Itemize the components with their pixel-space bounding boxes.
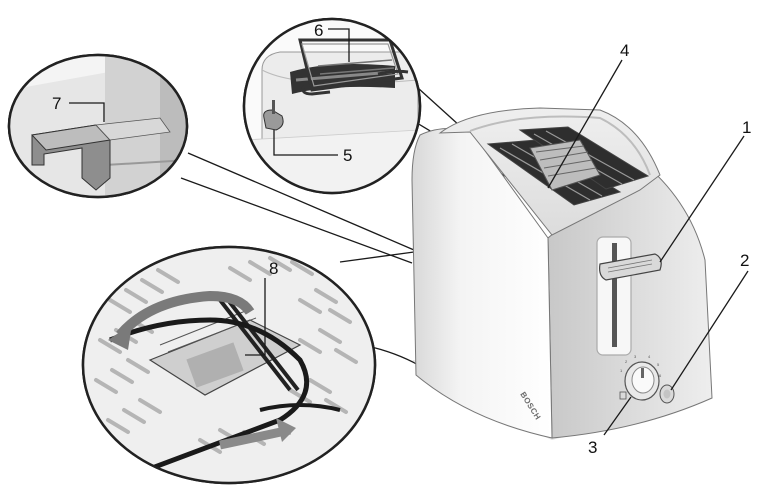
browning-control-dial: 1 2 3 4 5 6	[619, 354, 662, 401]
dial-mark-6: 6	[659, 373, 662, 378]
dial-mark-4: 4	[648, 354, 651, 359]
dial-mark-2: 2	[625, 359, 628, 364]
lift-lever	[596, 236, 662, 356]
callout-2: 2	[740, 251, 749, 270]
callout-5: 5	[343, 146, 352, 165]
callout-4: 4	[620, 41, 629, 60]
dial-mark-5: 5	[657, 362, 660, 367]
toaster-body: 1 2 3 4 5 6 BOSCH	[411, 107, 713, 440]
callout-8: 8	[269, 259, 278, 278]
dial-mark-3: 3	[634, 354, 637, 359]
callout-7: 7	[52, 94, 61, 113]
detail-circle-cord-storage: 8	[81, 245, 377, 485]
main-callouts: 4 1 2 3	[547, 41, 751, 457]
detail-circle-crumb-handle: 7	[7, 53, 189, 199]
callout-3: 3	[588, 438, 597, 457]
callout-6: 6	[314, 21, 323, 40]
dial-mark-1: 1	[620, 368, 623, 373]
bun-warmer-rack	[529, 139, 601, 191]
callout-1: 1	[742, 118, 751, 137]
stop-button	[659, 384, 675, 404]
detail-circle-bun-rack: 6 5	[242, 17, 422, 195]
